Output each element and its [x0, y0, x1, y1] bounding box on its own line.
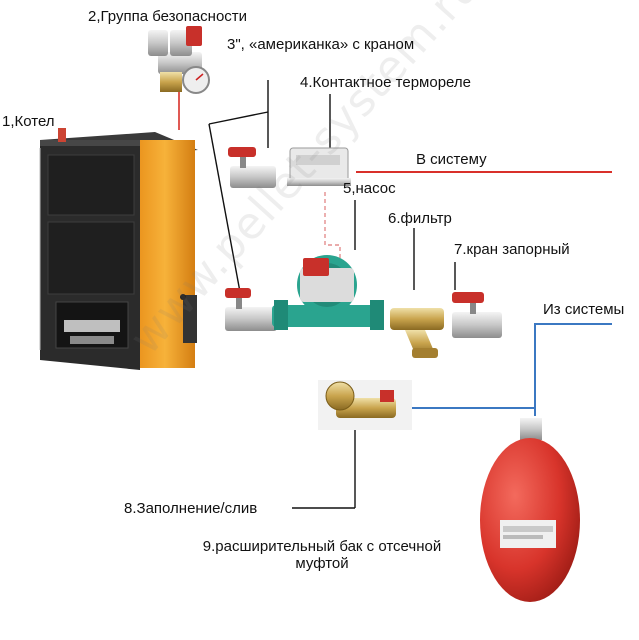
lower-ball-valve-icon: [225, 288, 277, 331]
label-boiler: 1,Котел: [2, 113, 55, 130]
fill-drain-valve-icon: [318, 380, 412, 430]
safety-group-icon: [148, 26, 210, 94]
thermorelay-icon: [287, 147, 351, 186]
label-american: 3", «американка» с краном: [227, 36, 415, 53]
label-expansion-tank-line2: муфтой: [295, 555, 349, 572]
label-expansion-tank-line1: 9.расширительный бак с отсечной: [202, 538, 442, 555]
label-pump: 5,насос: [343, 180, 396, 197]
label-expansion-tank: 9.расширительный бак с отсечной муфтой: [188, 538, 456, 572]
boiler-icon: [39, 128, 198, 370]
label-thermorelay: 4.Контактное термореле: [300, 74, 471, 91]
return-line: [412, 323, 612, 409]
label-safety-group: 2,Группа безопасности: [88, 8, 248, 25]
shutoff-valve-icon: [452, 292, 502, 338]
american-leader-b: [208, 111, 269, 125]
y-filter-icon: [390, 308, 444, 358]
relay-wire: [324, 192, 341, 258]
label-shutoff-valve: 7.кран запорный: [454, 241, 570, 258]
connector-lines: [178, 80, 612, 509]
upper-ball-valve-icon: [228, 147, 276, 188]
label-from-system: Из системы: [543, 301, 625, 318]
expansion-tank-icon: [480, 418, 580, 602]
label-to-system: В систему: [416, 151, 487, 168]
label-filter: 6.фильтр: [388, 210, 452, 227]
american-leader-c: [208, 123, 241, 293]
circulation-pump-icon: [272, 255, 384, 330]
label-fill-drain: 8.Заполнение/слив: [124, 500, 258, 517]
